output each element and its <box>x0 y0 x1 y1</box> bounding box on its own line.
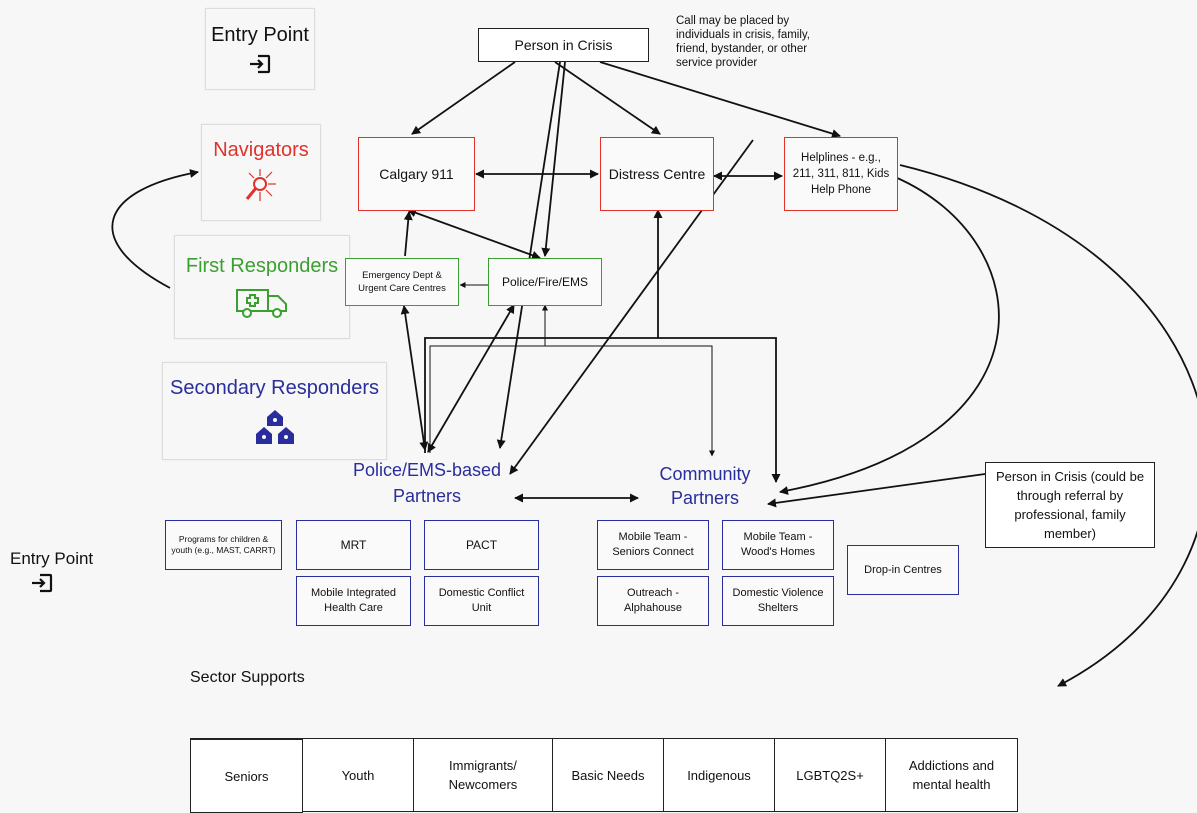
sector-indigenous: Indigenous <box>664 738 776 812</box>
legend-entry-point: Entry Point <box>205 8 315 90</box>
sector-basic-needs: Basic Needs <box>552 738 664 812</box>
program-dv-shelters: Domestic Violence Shelters <box>722 576 834 626</box>
calgary-911-node: Calgary 911 <box>358 137 475 211</box>
program-dropin: Drop-in Centres <box>847 545 959 595</box>
person-in-crisis-referral-node: Person in Crisis (could be through refer… <box>985 462 1155 548</box>
program-mrt: MRT <box>296 520 411 570</box>
left-entry-point-label: Entry Point <box>10 549 94 568</box>
helplines-node: Helplines - e.g., 211, 311, 811, Kids He… <box>784 137 898 211</box>
sector-lgbtq: LGBTQ2S+ <box>775 738 887 812</box>
program-seniors-connect: Mobile Team - Seniors Connect <box>597 520 709 570</box>
program-children-youth: Programs for children & youth (e.g., MAS… <box>165 520 282 570</box>
call-note: Call may be placed by individuals in cri… <box>676 15 810 69</box>
emergency-dept-node: Emergency Dept & Urgent Care Centres <box>345 258 459 306</box>
houses-icon <box>255 409 294 444</box>
program-woods-homes: Mobile Team - Wood's Homes <box>722 520 834 570</box>
sector-youth: Youth <box>302 738 414 812</box>
distress-centre-node: Distress Centre <box>600 137 714 211</box>
program-domestic-conflict: Domestic Conflict Unit <box>424 576 539 626</box>
legend-secondary-responders: Secondary Responders <box>162 362 387 460</box>
legend-navigators: Navigators <box>201 124 321 221</box>
entry-point-icon <box>32 573 53 593</box>
program-pact: PACT <box>424 520 539 570</box>
legend-first-responders-label: First Responders <box>185 254 339 277</box>
legend-entry-point-label: Entry Point <box>211 23 309 46</box>
police-fire-ems-node: Police/Fire/EMS <box>488 258 602 306</box>
legend-secondary-responders-label: Secondary Responders <box>169 376 379 399</box>
program-mobile-integrated: Mobile Integrated Health Care <box>296 576 411 626</box>
program-outreach: Outreach - Alphahouse <box>597 576 709 626</box>
sector-supports-row: Seniors Youth Immigrants/ Newcomers Basi… <box>190 738 1018 813</box>
entry-point-icon <box>250 54 271 73</box>
community-partners-heading: Community Partners <box>659 464 751 508</box>
police-ems-partners-heading: Police/EMS-based Partners <box>352 460 502 506</box>
legend-first-responders: First Responders <box>174 235 350 339</box>
legend-navigators-label: Navigators <box>213 139 309 161</box>
magnifier-arrows-icon <box>245 169 276 201</box>
sector-seniors: Seniors <box>190 738 303 813</box>
sector-addictions: Addictions and mental health <box>886 738 1018 812</box>
sector-supports-title: Sector Supports <box>190 669 305 686</box>
person-in-crisis-node: Person in Crisis <box>478 28 649 62</box>
sector-immigrants: Immigrants/ Newcomers <box>413 738 553 812</box>
ambulance-icon <box>236 288 287 318</box>
